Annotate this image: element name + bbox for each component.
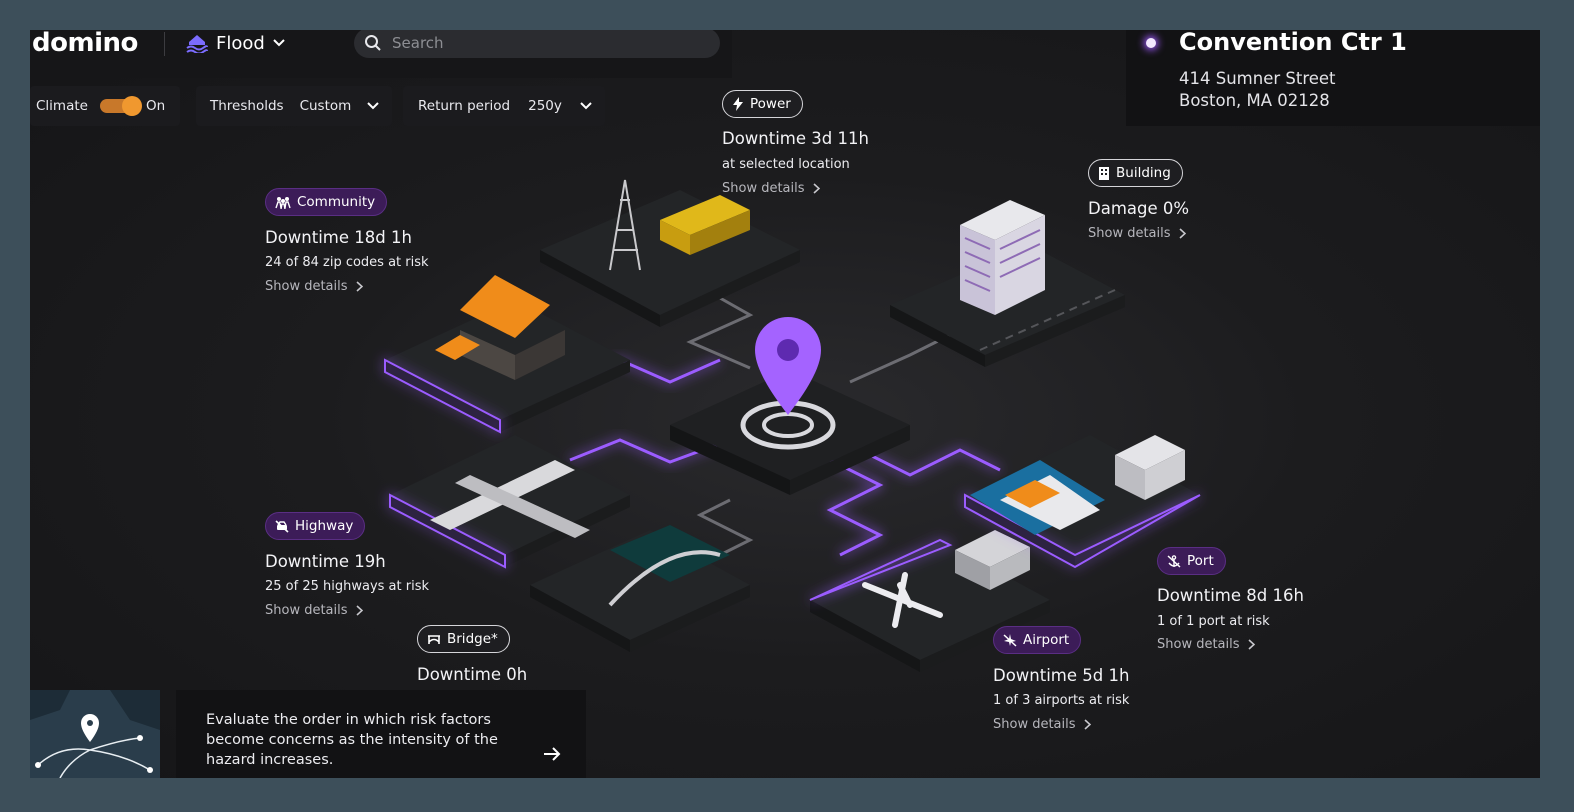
chevron-down-icon — [367, 102, 380, 110]
return-period-label: Return period — [418, 98, 511, 114]
thresholds-label: Thresholds — [210, 98, 284, 114]
hazard-selector[interactable]: Flood — [186, 30, 285, 56]
search-bar[interactable] — [354, 30, 720, 58]
port-show-details[interactable]: Show details — [1157, 637, 1255, 652]
highway-downtime: Downtime 19h — [265, 552, 386, 571]
community-badge-label: Community — [297, 194, 376, 210]
chevron-right-icon — [1178, 228, 1186, 239]
minimap[interactable] — [30, 690, 160, 778]
chevron-right-icon — [1247, 639, 1255, 650]
plane-off-icon — [1003, 633, 1017, 647]
port-badge-label: Port — [1187, 553, 1214, 569]
highway-subtitle: 25 of 25 highways at risk — [265, 579, 430, 594]
power-badge[interactable]: Power — [722, 90, 803, 118]
chevron-right-icon — [355, 605, 363, 616]
highway-show-details-label: Show details — [265, 603, 348, 618]
port-badge[interactable]: Port — [1157, 547, 1226, 575]
search-icon — [365, 35, 381, 51]
port-subtitle: 1 of 1 port at risk — [1157, 614, 1270, 629]
building-badge[interactable]: Building — [1088, 159, 1183, 187]
highway-badge[interactable]: Highway — [265, 512, 366, 540]
power-show-details-label: Show details — [722, 181, 805, 196]
climate-state: On — [145, 98, 166, 114]
address-line-1: 414 Sumner Street — [1179, 69, 1336, 88]
chevron-right-icon — [355, 281, 363, 292]
address-line-2: Boston, MA 02128 — [1179, 91, 1330, 110]
building-show-details-label: Show details — [1088, 226, 1171, 241]
airport-badge[interactable]: Airport — [993, 626, 1082, 654]
chevron-right-icon — [1083, 719, 1091, 730]
people-icon — [275, 196, 291, 209]
bridge-badge[interactable]: Bridge* — [417, 625, 510, 653]
isometric-city-scene — [384, 179, 1201, 672]
thresholds-selector[interactable]: Thresholds Custom — [196, 86, 392, 126]
domino-logo: domino — [32, 30, 138, 58]
network-lines — [569, 296, 1001, 567]
building-damage: Damage 0% — [1088, 199, 1190, 218]
highway-show-details[interactable]: Show details — [265, 603, 363, 618]
community-badge[interactable]: Community — [265, 188, 388, 216]
chevron-down-icon — [580, 102, 592, 110]
app-canvas: domino Flood Climate On Thresholds Custo… — [30, 30, 1540, 778]
port-tile — [964, 435, 1201, 569]
airport-tile — [809, 530, 1050, 672]
airport-show-details-label: Show details — [993, 717, 1076, 732]
port-downtime: Downtime 8d 16h — [1157, 586, 1304, 605]
power-downtime: Downtime 3d 11h — [722, 129, 869, 148]
power-show-details[interactable]: Show details — [722, 181, 820, 196]
community-downtime: Downtime 18d 1h — [265, 228, 412, 247]
airport-show-details[interactable]: Show details — [993, 717, 1091, 732]
info-card-text: Evaluate the order in which risk factors… — [206, 712, 498, 768]
climate-label: Climate — [36, 98, 88, 114]
hazard-label: Flood — [216, 32, 265, 54]
climate-control: Climate On — [30, 86, 180, 126]
thresholds-value: Custom — [299, 98, 352, 114]
building-icon — [1099, 166, 1109, 180]
return-period-value: 250y — [528, 98, 562, 114]
building-tile — [890, 200, 1125, 367]
car-off-icon — [275, 519, 289, 533]
airport-badge-label: Airport — [1023, 632, 1070, 648]
chevron-right-icon — [812, 183, 820, 194]
location-card: Convention Ctr 1 414 Sumner Street Bosto… — [1126, 30, 1540, 126]
return-period-selector[interactable]: Return period 250y — [403, 86, 605, 126]
climate-toggle[interactable] — [99, 96, 142, 116]
community-show-details[interactable]: Show details — [265, 279, 363, 294]
airport-subtitle: 1 of 3 airports at risk — [993, 693, 1130, 708]
location-address: 414 Sumner Street Boston, MA 02128 — [1179, 68, 1336, 112]
airport-downtime: Downtime 5d 1h — [993, 666, 1130, 685]
anchor-off-icon — [1167, 554, 1181, 568]
community-show-details-label: Show details — [265, 279, 348, 294]
building-badge-label: Building — [1116, 165, 1171, 181]
info-card: Evaluate the order in which risk factors… — [176, 690, 586, 778]
power-tile — [540, 179, 800, 327]
minimap-graphic — [30, 690, 160, 778]
search-input[interactable] — [392, 34, 692, 52]
community-tile — [384, 275, 630, 434]
highway-badge-label: Highway — [295, 518, 354, 534]
highway-tile — [389, 435, 630, 569]
bridge-downtime: Downtime 0h — [417, 665, 528, 684]
header-divider — [164, 32, 165, 56]
power-badge-label: Power — [750, 96, 791, 112]
arrow-right-icon[interactable] — [542, 746, 562, 762]
location-marker-icon — [1146, 38, 1156, 48]
bridge-tile — [530, 525, 750, 652]
location-name: Convention Ctr 1 — [1179, 30, 1407, 56]
bridge-badge-label: Bridge* — [447, 631, 498, 647]
lightning-icon — [733, 97, 743, 111]
power-subtitle: at selected location — [722, 157, 850, 172]
building-show-details[interactable]: Show details — [1088, 226, 1186, 241]
community-subtitle: 24 of 84 zip codes at risk — [265, 255, 429, 270]
port-show-details-label: Show details — [1157, 637, 1240, 652]
center-location-tile — [670, 317, 910, 495]
flood-house-icon — [186, 35, 208, 53]
chevron-down-icon — [273, 39, 285, 47]
bridge-icon — [428, 635, 440, 644]
